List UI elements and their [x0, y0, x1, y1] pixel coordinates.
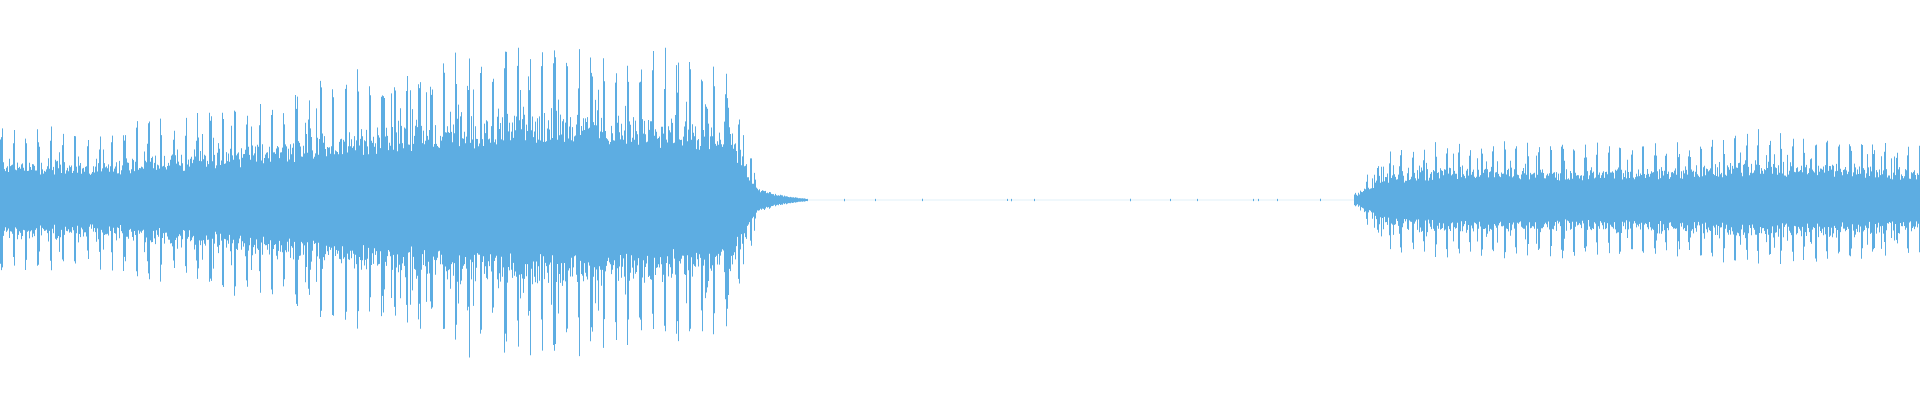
waveform-samples: [0, 47, 1920, 358]
waveform-path: [0, 47, 1920, 358]
